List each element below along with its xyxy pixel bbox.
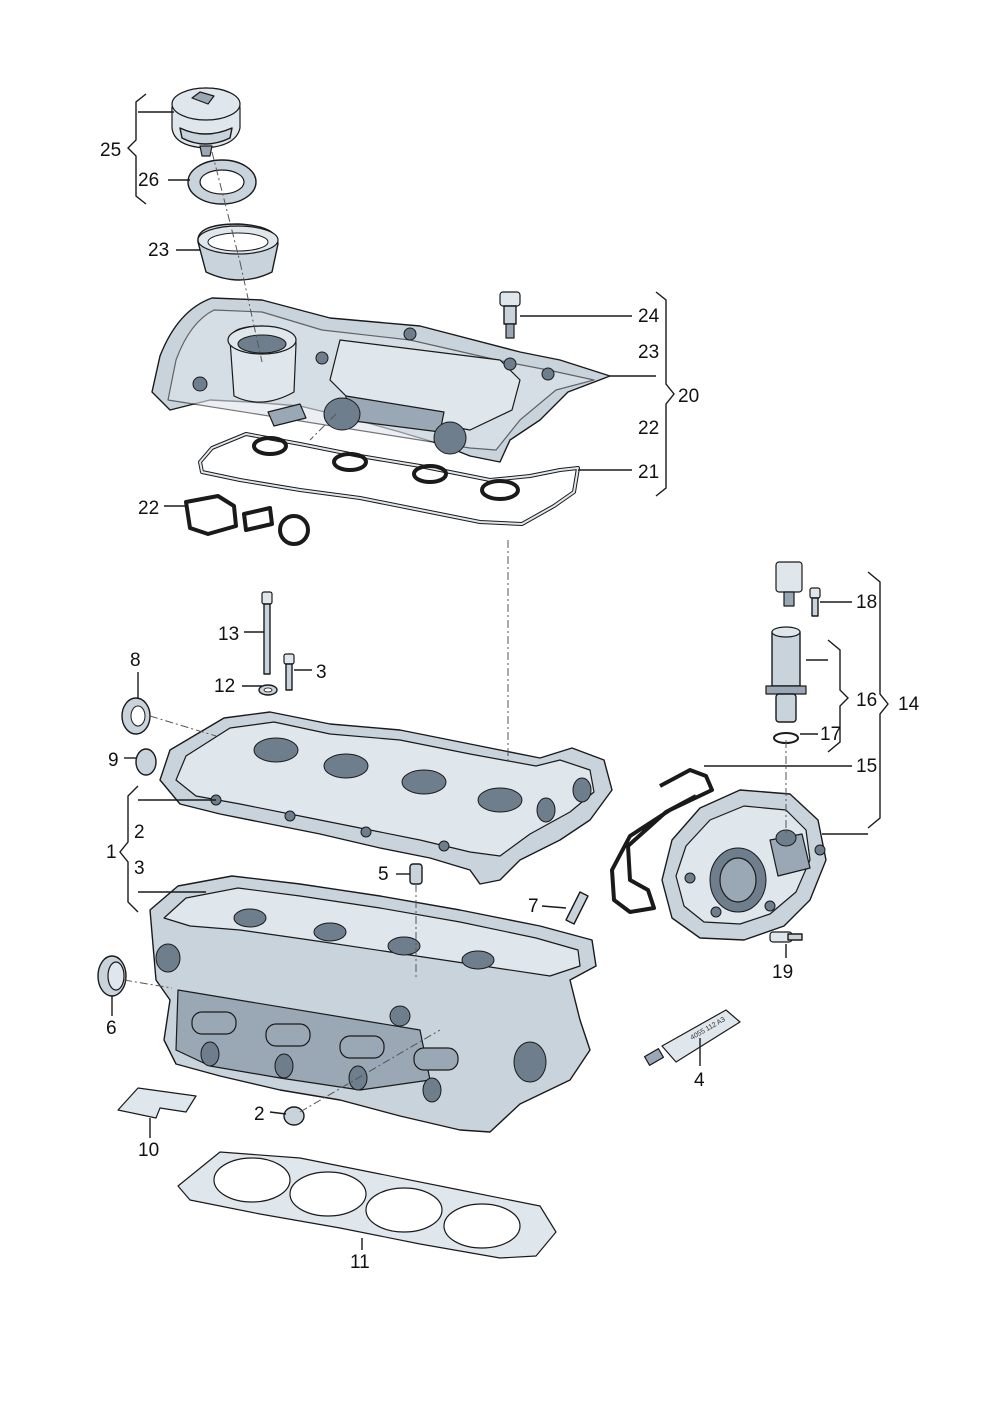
oil-filler-cap xyxy=(171,87,241,157)
callout-6: 6 xyxy=(106,1018,117,1039)
callout-3-bolt: 3 xyxy=(316,662,327,683)
dowel-sleeve xyxy=(409,863,423,885)
shaft-seal xyxy=(121,697,151,735)
heat-shield xyxy=(117,1087,197,1119)
callout-10: 10 xyxy=(138,1140,159,1161)
callout-22-gasket: 22 xyxy=(138,498,159,519)
socket-screw xyxy=(809,587,821,617)
camshaft-housing xyxy=(159,711,613,885)
callout-4: 4 xyxy=(694,1070,705,1091)
cylinder-head-gasket xyxy=(177,1151,557,1259)
callout-labels: 25 26 23 24 23 20 22 21 22 13 3 12 8 9 2… xyxy=(100,140,920,1273)
gasket-set xyxy=(184,494,310,546)
alignment-lines xyxy=(123,151,787,1113)
callout-7: 7 xyxy=(528,896,539,917)
filler-neck-sleeve xyxy=(197,223,279,281)
sealant-tube: 4055 112 A3 xyxy=(643,1009,741,1066)
cover-bolt xyxy=(261,591,273,675)
callout-2-housing: 2 xyxy=(134,822,145,843)
callout-23-filler: 23 xyxy=(148,240,169,261)
callout-19: 19 xyxy=(772,962,793,983)
stud xyxy=(565,891,589,925)
callout-3-head: 3 xyxy=(134,858,145,879)
callout-23-cover: 23 xyxy=(638,342,659,363)
cover-gasket xyxy=(198,432,580,526)
leader-lines xyxy=(111,111,868,1250)
brackets xyxy=(119,93,889,913)
callout-5: 5 xyxy=(378,864,389,885)
control-valve xyxy=(765,561,807,723)
sealing-plug xyxy=(135,748,157,776)
short-bolt xyxy=(283,653,295,691)
sealing-plug-large xyxy=(97,955,127,997)
callout-11: 11 xyxy=(350,1252,370,1273)
seal-ring xyxy=(187,159,257,205)
callout-1: 1 xyxy=(106,842,117,863)
callout-8: 8 xyxy=(130,650,141,671)
callout-18: 18 xyxy=(856,592,877,613)
callout-22-cover: 22 xyxy=(638,418,659,439)
callout-13: 13 xyxy=(218,624,239,645)
timing-cover-gasket xyxy=(610,768,714,914)
cylinder-head-cover xyxy=(151,297,611,463)
pressure-valve xyxy=(499,291,521,339)
callout-21: 21 xyxy=(638,462,659,483)
callout-24: 24 xyxy=(638,306,660,327)
callout-14: 14 xyxy=(898,694,920,715)
sealing-plug-small xyxy=(283,1106,305,1126)
callout-9: 9 xyxy=(108,750,119,771)
callout-25: 25 xyxy=(100,140,121,161)
callout-2-plug: 2 xyxy=(254,1104,265,1125)
callout-20: 20 xyxy=(678,386,699,407)
callout-16: 16 xyxy=(856,690,877,711)
housing-bolt xyxy=(769,931,803,943)
cylinder-head xyxy=(149,875,597,1133)
camshaft-adjuster-housing xyxy=(661,789,827,941)
callout-17: 17 xyxy=(820,724,841,745)
washer xyxy=(258,684,278,696)
callout-12: 12 xyxy=(214,676,235,697)
callout-26: 26 xyxy=(138,170,159,191)
callout-15: 15 xyxy=(856,756,877,777)
